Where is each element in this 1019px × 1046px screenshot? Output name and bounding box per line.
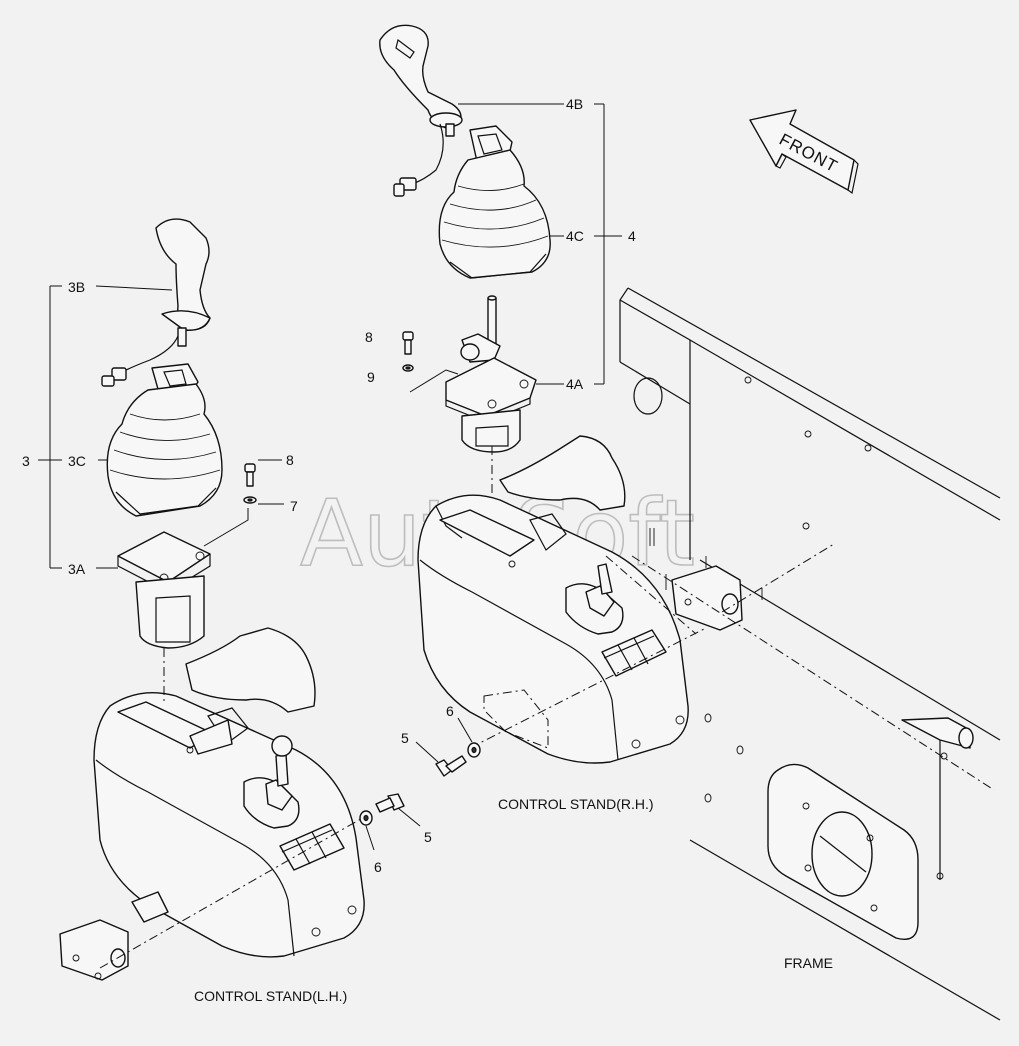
callout-3C: 3C xyxy=(68,453,86,469)
lh-control-stand xyxy=(59,627,365,981)
rh-rubber-boot xyxy=(438,125,551,279)
callout-9-rh: 9 xyxy=(367,369,375,385)
rh-alignment-lines xyxy=(469,446,995,791)
lh-joystick-assembly xyxy=(101,218,257,649)
callout-labels: 4B 4C 4 4A 8 9 3B 3 3C 3A 8 7 6 5 5 6 xyxy=(22,96,636,875)
callout-4C: 4C xyxy=(566,228,584,244)
callout-8-rh: 8 xyxy=(365,329,373,345)
frame-structure xyxy=(619,287,1001,1021)
callout-5-lh: 5 xyxy=(424,829,432,845)
captions: CONTROL STAND(R.H.) FRAME CONTROL STAND(… xyxy=(194,796,833,1004)
caption-control-stand-lh: CONTROL STAND(L.H.) xyxy=(194,988,347,1004)
front-direction-arrow: FRONT xyxy=(749,109,859,195)
lh-bolt-and-washer xyxy=(359,793,421,851)
lh-screw-and-washer xyxy=(243,463,257,504)
callout-8-lh: 8 xyxy=(286,452,294,468)
rh-joystick-grip xyxy=(379,24,463,197)
callout-6-rh: 6 xyxy=(446,703,454,719)
rh-bolt-and-washer xyxy=(415,717,481,777)
callout-6-lh: 6 xyxy=(374,859,382,875)
lh-joystick-base xyxy=(117,531,211,649)
callout-4B: 4B xyxy=(566,96,583,112)
callout-3A: 3A xyxy=(68,561,86,577)
callout-4: 4 xyxy=(628,228,636,244)
callout-3: 3 xyxy=(22,453,30,469)
lh-rubber-boot xyxy=(106,363,223,517)
callout-5-rh: 5 xyxy=(401,730,409,746)
lh-joystick-grip xyxy=(101,218,211,387)
rh-screw-and-washer xyxy=(402,331,414,372)
callout-7-lh: 7 xyxy=(290,498,298,514)
lh-group-bracket xyxy=(38,285,284,569)
callout-3B: 3B xyxy=(68,279,85,295)
rh-control-stand xyxy=(417,435,763,764)
lh-alignment-lines xyxy=(99,648,367,969)
rh-joystick-assembly xyxy=(379,24,551,453)
rh-joystick-base xyxy=(445,295,537,453)
callout-4A: 4A xyxy=(566,376,584,392)
rh-group-bracket xyxy=(409,103,622,393)
caption-frame: FRAME xyxy=(784,955,833,971)
caption-control-stand-rh: CONTROL STAND(R.H.) xyxy=(498,796,654,812)
